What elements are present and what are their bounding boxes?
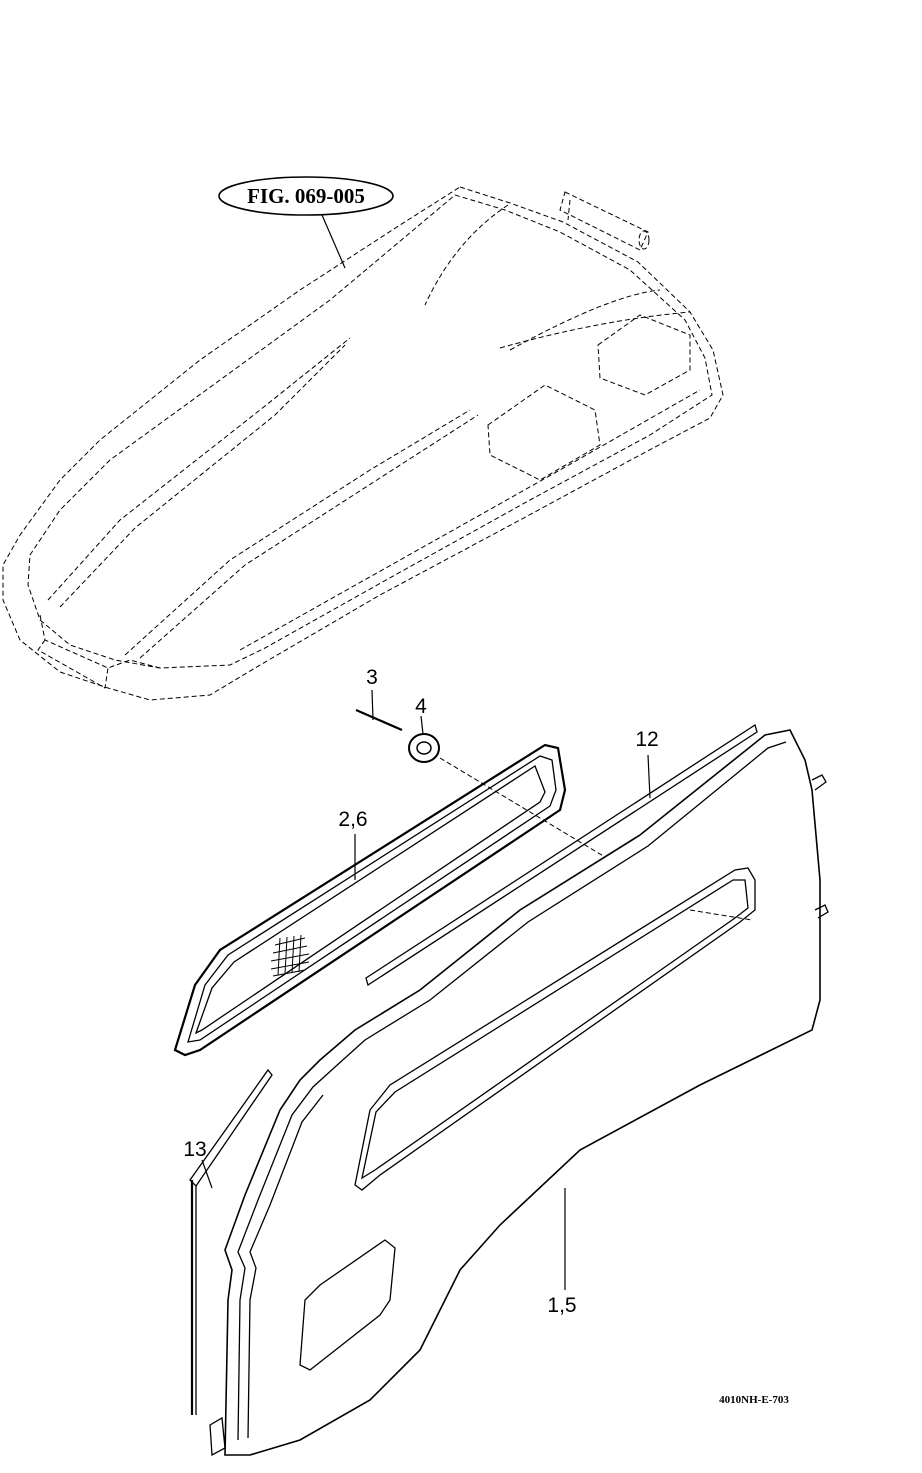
part-4-washer [408, 715, 611, 861]
drawing-code: 4010NH-E-703 [719, 1394, 789, 1406]
figure-reference-callout: FIG. 069-005 [218, 176, 394, 269]
part-2-6-window-glass [173, 743, 567, 1057]
part-12-top-seal [365, 723, 758, 987]
glass-marking-grid [270, 934, 310, 977]
callout-part-4: 4 [415, 695, 427, 718]
roof-canopy-reference [2, 186, 724, 701]
part-13-side-seal [189, 1068, 273, 1415]
callout-part-13: 13 [183, 1138, 206, 1161]
callout-part-3: 3 [366, 666, 378, 689]
callout-part-2-6: 2,6 [338, 808, 367, 831]
callout-part-12: 12 [635, 728, 658, 751]
part-1-5-side-panel [209, 729, 829, 1457]
callout-part-1-5: 1,5 [547, 1294, 576, 1317]
part-3-screw [355, 689, 403, 732]
callout-labels: 3 4 12 2,6 13 1,5 [183, 666, 658, 1317]
figure-reference-label: FIG. 069-005 [247, 184, 365, 208]
